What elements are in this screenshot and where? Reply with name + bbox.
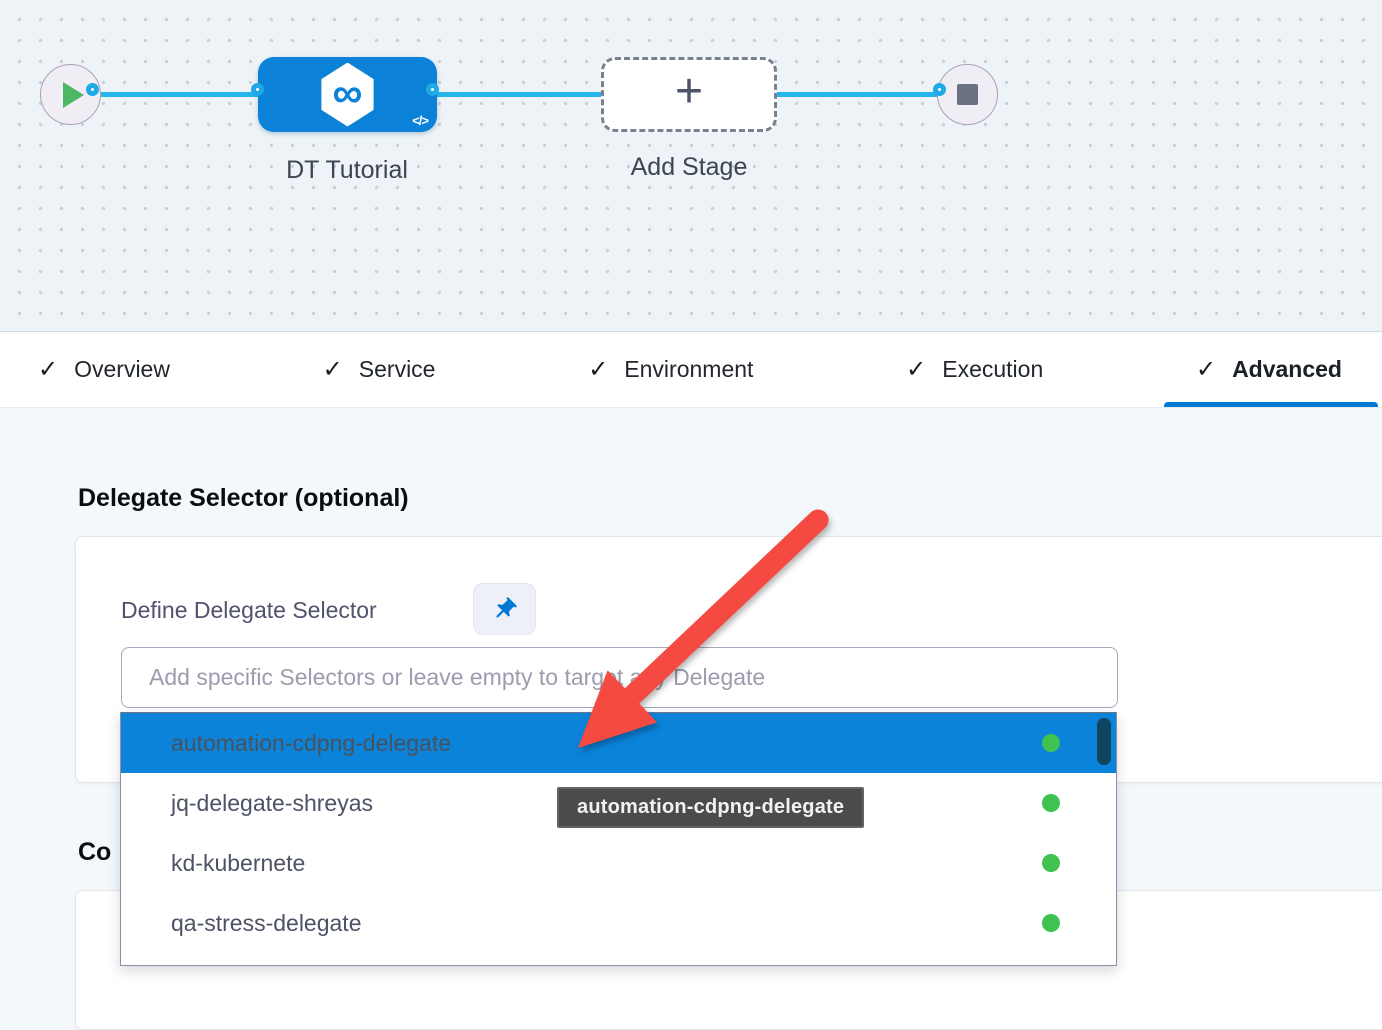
pin-input-type-button[interactable]: [473, 583, 536, 635]
delegate-name: qa-stress-delegate: [171, 909, 362, 936]
tab-label: Environment: [624, 356, 754, 382]
connector-port[interactable]: [86, 83, 99, 96]
delegate-selector-input[interactable]: [121, 647, 1118, 708]
delegate-name: jq-delegate-shreyas: [171, 789, 374, 816]
infinity-icon: ∞: [332, 68, 363, 116]
stop-icon: [957, 84, 978, 105]
connector-port[interactable]: [426, 83, 439, 96]
dropdown-item-qa-stress-delegate[interactable]: qa-stress-delegate: [121, 893, 1116, 953]
next-section-heading-partial: Co: [78, 838, 112, 866]
define-delegate-selector-label: Define Delegate Selector: [121, 597, 377, 623]
delegate-selector-card: Define Delegate Selector: [75, 536, 1382, 783]
tab-advanced[interactable]: ✓ Advanced: [1163, 332, 1379, 407]
check-icon: ✓: [588, 356, 609, 383]
delegate-name: automation-cdpng-delegate: [171, 729, 452, 756]
pipeline-end-node[interactable]: [937, 64, 998, 125]
tab-label: Service: [358, 356, 436, 382]
add-stage-button[interactable]: +: [601, 57, 777, 132]
check-icon: ✓: [38, 356, 59, 383]
play-icon: [63, 81, 84, 108]
check-icon: ✓: [906, 356, 927, 383]
status-dot-green: [1042, 914, 1060, 932]
check-icon: ✓: [1195, 356, 1217, 383]
delegate-selector-heading: Delegate Selector (optional): [78, 484, 409, 512]
delegate-tooltip: automation-cdpng-delegate: [557, 787, 865, 828]
tab-label: Advanced: [1232, 356, 1342, 382]
status-dot-green: [1042, 854, 1060, 872]
advanced-tab-panel: Delegate Selector (optional) Define Dele…: [0, 408, 1382, 1030]
pushpin-icon: [496, 596, 517, 617]
status-dot-green: [1042, 794, 1060, 812]
connector-port[interactable]: [251, 83, 264, 96]
delegate-dropdown-menu: automation-cdpng-delegate jq-delegate-sh…: [120, 712, 1117, 966]
pipeline-canvas[interactable]: ∞ </> + DT Tutorial Add Stage: [0, 0, 1382, 332]
tab-overview[interactable]: ✓ Overview: [38, 332, 170, 407]
harness-cd-hexagon-icon: ∞: [321, 62, 374, 127]
stage-node-label: DT Tutorial: [286, 156, 408, 184]
check-icon: ✓: [322, 356, 343, 383]
stage-node-dt-tutorial[interactable]: ∞ </>: [258, 57, 437, 132]
tab-label: Overview: [74, 356, 170, 382]
dropdown-item-kd-kubernete[interactable]: kd-kubernete: [121, 833, 1116, 893]
code-icon: </>: [412, 113, 429, 128]
status-dot-green: [1042, 734, 1060, 752]
stage-config-tabbar: ✓ Overview ✓ Service ✓ Environment ✓ Exe…: [0, 332, 1382, 408]
delegate-name: kd-kubernete: [171, 849, 306, 876]
tab-environment[interactable]: ✓ Environment: [588, 332, 753, 407]
tab-execution[interactable]: ✓ Execution: [906, 332, 1043, 407]
pipeline-start-node[interactable]: [40, 64, 101, 125]
plus-icon: +: [674, 64, 704, 118]
connector-line: [97, 92, 265, 97]
tab-label: Execution: [942, 356, 1044, 382]
tab-service[interactable]: ✓ Service: [323, 332, 436, 407]
dropdown-item-automation-cdpng-delegate[interactable]: automation-cdpng-delegate: [121, 713, 1116, 773]
dropdown-scrollbar-thumb[interactable]: [1097, 718, 1111, 765]
connector-port[interactable]: [933, 83, 946, 96]
add-stage-label: Add Stage: [630, 153, 748, 181]
